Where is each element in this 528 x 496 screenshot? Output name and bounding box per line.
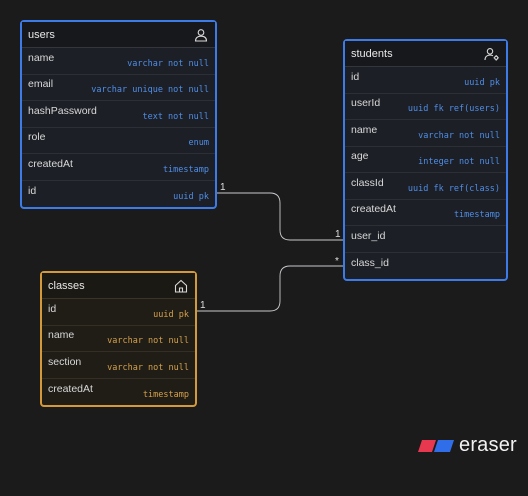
table-students[interactable]: students id uuid pk userId uuid fk ref(user… bbox=[343, 39, 508, 281]
field-name: age bbox=[351, 150, 369, 163]
table-header[interactable]: classes bbox=[42, 273, 195, 299]
field-type: uuid pk bbox=[153, 309, 189, 320]
field-name: id bbox=[48, 302, 57, 315]
table-row-createdAt[interactable]: createdAt timestamp bbox=[345, 200, 506, 226]
field-name: hashPassword bbox=[28, 104, 97, 117]
brand-logo[interactable]: eraser bbox=[418, 434, 517, 457]
field-type: varchar unique not null bbox=[91, 85, 209, 96]
field-name: classId bbox=[351, 176, 384, 189]
table-row-hashPassword[interactable]: hashPassword text not null bbox=[22, 101, 215, 128]
table-title: classes bbox=[48, 279, 85, 292]
user-icon bbox=[193, 27, 209, 43]
field-name: class_id bbox=[351, 256, 389, 269]
field-type: varchar not null bbox=[418, 130, 500, 141]
field-name: name bbox=[28, 51, 55, 64]
table-users[interactable]: users name varchar not null email varchar u… bbox=[20, 20, 217, 209]
table-title: students bbox=[351, 47, 393, 60]
field-name: user_id bbox=[351, 229, 386, 242]
table-row-section[interactable]: section varchar not null bbox=[42, 352, 195, 379]
field-type: uuid pk bbox=[464, 77, 500, 88]
table-row-class_id[interactable]: class_id bbox=[345, 253, 506, 280]
field-type: text not null bbox=[142, 111, 209, 122]
brand-name: eraser bbox=[459, 434, 517, 456]
table-row-classId[interactable]: classId uuid fk ref(class) bbox=[345, 173, 506, 200]
field-type: uuid fk ref(users) bbox=[407, 104, 500, 115]
field-name: name bbox=[48, 329, 75, 342]
field-name: createdAt bbox=[48, 382, 93, 395]
field-name: role bbox=[28, 131, 46, 144]
home-icon bbox=[173, 278, 189, 294]
table-header[interactable]: students bbox=[345, 41, 506, 67]
field-type: integer not null bbox=[418, 157, 500, 168]
field-type: varchar not null bbox=[127, 58, 209, 69]
field-name: id bbox=[351, 70, 360, 83]
field-name: email bbox=[28, 78, 54, 91]
table-row-name[interactable]: name varchar not null bbox=[22, 48, 215, 75]
table-row-name[interactable]: name varchar not null bbox=[42, 326, 195, 352]
field-name: userId bbox=[351, 97, 381, 110]
table-row-id[interactable]: id uuid pk bbox=[22, 181, 215, 208]
cardinality-users-from: 1 bbox=[220, 182, 226, 193]
table-row-age[interactable]: age integer not null bbox=[345, 147, 506, 173]
field-name: name bbox=[351, 123, 378, 136]
cardinality-students-class: * bbox=[335, 256, 339, 267]
table-row-id[interactable]: id uuid pk bbox=[345, 67, 506, 94]
table-row-email[interactable]: email varchar unique not null bbox=[22, 75, 215, 101]
cardinality-students-user: 1 bbox=[335, 229, 341, 240]
relation-line-users-students bbox=[216, 192, 343, 241]
field-type: varchar not null bbox=[107, 336, 189, 347]
field-type: uuid pk bbox=[173, 191, 209, 202]
relation-line-classes-students bbox=[196, 265, 343, 312]
table-row-user_id[interactable]: user_id bbox=[345, 226, 506, 253]
table-row-userId[interactable]: userId uuid fk ref(users) bbox=[345, 94, 506, 120]
field-type: enum bbox=[188, 138, 209, 149]
table-row-name[interactable]: name varchar not null bbox=[345, 120, 506, 147]
eraser-logo-icon bbox=[418, 439, 454, 452]
field-type: uuid fk ref(class) bbox=[407, 183, 500, 194]
cardinality-classes-from: 1 bbox=[200, 300, 206, 311]
field-type: timestamp bbox=[162, 164, 209, 175]
table-header[interactable]: users bbox=[22, 22, 215, 48]
table-row-createdAt[interactable]: createdAt timestamp bbox=[22, 154, 215, 181]
field-name: createdAt bbox=[28, 157, 73, 170]
field-type: varchar not null bbox=[107, 362, 189, 373]
table-title: users bbox=[28, 28, 55, 41]
field-name: section bbox=[48, 355, 82, 368]
field-type: timestamp bbox=[142, 389, 189, 400]
field-type: timestamp bbox=[453, 210, 500, 221]
field-name: createdAt bbox=[351, 203, 396, 216]
table-row-id[interactable]: id uuid pk bbox=[42, 299, 195, 326]
table-row-role[interactable]: role enum bbox=[22, 128, 215, 154]
field-name: id bbox=[28, 184, 37, 197]
user-settings-icon bbox=[484, 46, 500, 62]
table-row-createdAt[interactable]: createdAt timestamp bbox=[42, 379, 195, 406]
